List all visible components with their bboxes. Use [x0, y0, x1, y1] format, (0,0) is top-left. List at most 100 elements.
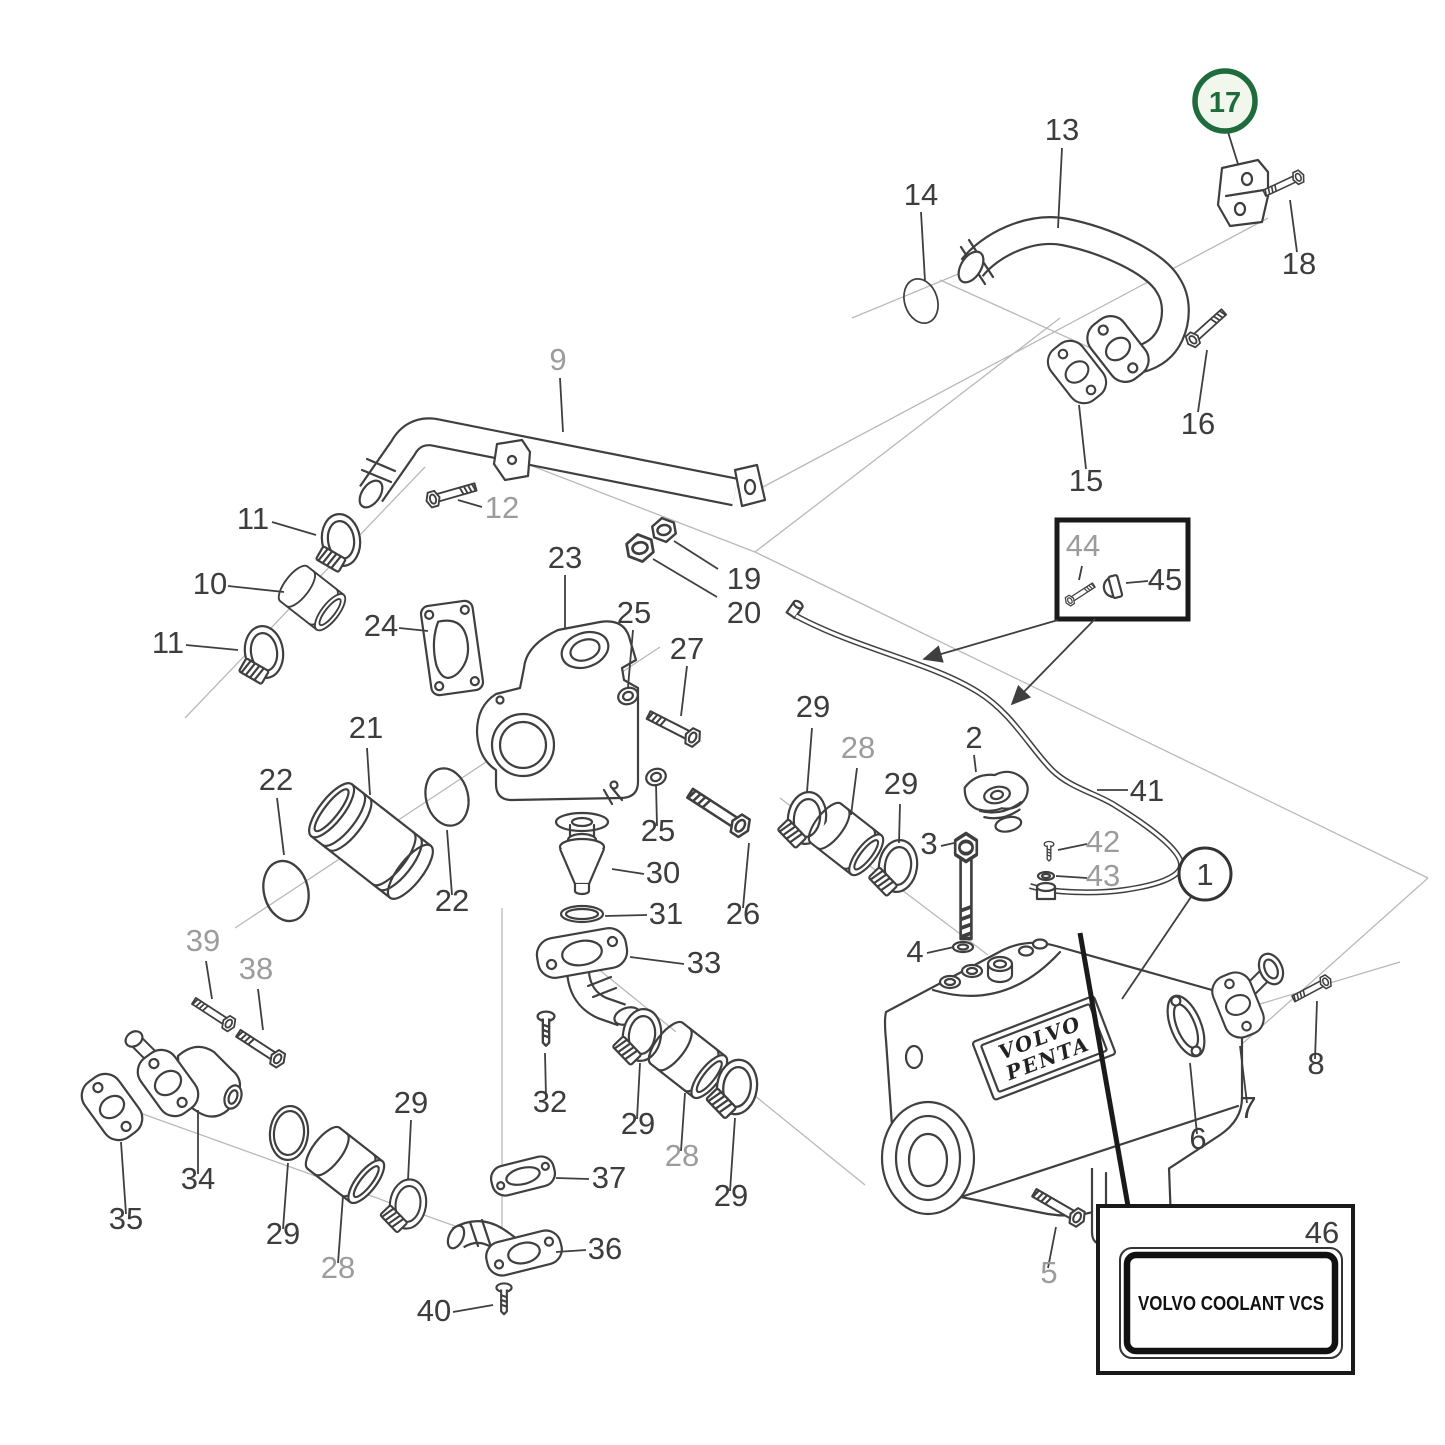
part-11-hose-clamp: [308, 510, 366, 577]
part-13-coolant-pipe: [957, 216, 1190, 375]
part-label-46: 46: [1305, 1215, 1339, 1250]
part-16-bolt: [1183, 307, 1228, 350]
part-label-39: 39: [186, 923, 220, 958]
part-37-gasket: [489, 1155, 557, 1197]
part-3-bolt: [955, 834, 977, 939]
part-42-screw: [1043, 840, 1055, 862]
part-label-24: 24: [364, 608, 398, 643]
part-label-28: 28: [841, 730, 875, 765]
part-23-thermostat-housing: [475, 620, 640, 806]
part-36-flanged-elbow: [446, 1218, 563, 1277]
part-label-9: 9: [549, 342, 566, 377]
part-label-11: 11: [237, 501, 269, 536]
callout-box-44-45: [922, 517, 1191, 706]
part-label-10: 10: [193, 566, 227, 601]
highlight-circle-17: [1192, 68, 1258, 134]
part-35-flange: [73, 1066, 151, 1148]
part-label-8: 8: [1307, 1046, 1324, 1081]
part-label-27: 27: [670, 631, 704, 666]
part-39-bolt: [189, 994, 239, 1034]
part-label-29: 29: [394, 1085, 428, 1120]
part-label-28: 28: [321, 1250, 355, 1285]
part-label-13: 13: [1045, 112, 1079, 147]
part-label-20: 20: [727, 595, 761, 630]
part-label-37: 37: [592, 1160, 626, 1195]
part-7-connector: [1206, 952, 1285, 1044]
part-17-bracket: [1216, 158, 1270, 228]
leader-lines: [120, 131, 1318, 1313]
part-22-o-ring: [418, 762, 476, 832]
part-label-36: 36: [588, 1231, 622, 1266]
part-label-29: 29: [714, 1178, 748, 1213]
part-label-22: 22: [435, 883, 469, 918]
part-11-hose-clamp: [231, 622, 289, 689]
part-label-44: 44: [1066, 528, 1100, 563]
part-labels: 13 14 18 16 15 9 12 11 10 11 19 20 23 24…: [109, 112, 1339, 1328]
part-label-29: 29: [621, 1106, 655, 1141]
part-label-34: 34: [181, 1161, 215, 1196]
part-31-o-ring: [559, 904, 605, 924]
part-label-31: 31: [649, 896, 683, 931]
part-label-11: 11: [152, 625, 184, 660]
part-label-42: 42: [1086, 824, 1120, 859]
part-label-12: 12: [485, 490, 519, 525]
part-label-5: 5: [1040, 1255, 1057, 1290]
part-label-29: 29: [266, 1216, 300, 1251]
part-label-3: 3: [920, 826, 937, 861]
part-label-35: 35: [109, 1201, 143, 1236]
part-34-thermostat-housing: [124, 1030, 243, 1118]
part-41-vent-hose: [785, 599, 1184, 896]
part-label-7: 7: [1239, 1090, 1256, 1125]
part-label-14: 14: [904, 177, 938, 212]
part-22-o-ring: [256, 854, 316, 928]
part-label-29: 29: [796, 689, 830, 724]
part-1-expansion-tank: VOLVO PENTA: [880, 938, 1244, 1246]
part-label-25: 25: [641, 813, 675, 848]
part-2-pressure-cap: [963, 770, 1029, 833]
part-43-washer: [1035, 870, 1057, 901]
part-8-bolt: [1289, 972, 1335, 1006]
part-label-16: 16: [1181, 406, 1215, 441]
part-40-screw: [495, 1282, 513, 1316]
part-label-18: 18: [1282, 246, 1316, 281]
part-label-28: 28: [665, 1138, 699, 1173]
part-29-clamp: [266, 1103, 312, 1163]
part-9-coolant-pipe: [358, 417, 767, 509]
part-label-45: 45: [1148, 562, 1182, 597]
part-label-43: 43: [1086, 858, 1120, 893]
part-label-25: 25: [617, 595, 651, 630]
part-6-gasket: [1166, 994, 1206, 1058]
part-label-4: 4: [906, 934, 923, 969]
part-28-hose: [298, 1120, 392, 1210]
part-29-clamp: [376, 1174, 431, 1238]
part-label-22: 22: [259, 762, 293, 797]
part-label-38: 38: [239, 951, 273, 986]
part-30-thermostat: [554, 811, 610, 896]
part-label-30: 30: [646, 855, 680, 890]
part-4-washer: [951, 940, 975, 954]
part-38-bolt: [232, 1025, 290, 1071]
part-label-29: 29: [884, 766, 918, 801]
part-label-2: 2: [965, 720, 982, 755]
part-33-flanged-elbow: [535, 927, 641, 1027]
part-label-23: 23: [548, 540, 582, 575]
part-26-bolt: [683, 783, 755, 841]
part-46-coolant-label: VOLVO COOLANT VCS: [1096, 1204, 1355, 1375]
part-label-21: 21: [349, 710, 383, 745]
part-label-33: 33: [687, 945, 721, 980]
part-label-26: 26: [726, 896, 760, 931]
part-label-40: 40: [417, 1293, 451, 1328]
pointer-to-coolant-label: [1077, 932, 1131, 1207]
coolant-label-text: VOLVO COOLANT VCS: [1138, 1293, 1324, 1315]
part-label-15: 15: [1069, 463, 1103, 498]
part-label-17: 17: [1209, 87, 1241, 119]
part-label-1: 1: [1196, 857, 1213, 892]
part-label-41: 41: [1130, 773, 1164, 808]
part-label-19: 19: [727, 561, 761, 596]
callout-circle-1: [1177, 846, 1233, 902]
part-27-bolt: [643, 706, 705, 750]
part-32-screw: [536, 1010, 556, 1047]
part-label-6: 6: [1189, 1121, 1206, 1156]
